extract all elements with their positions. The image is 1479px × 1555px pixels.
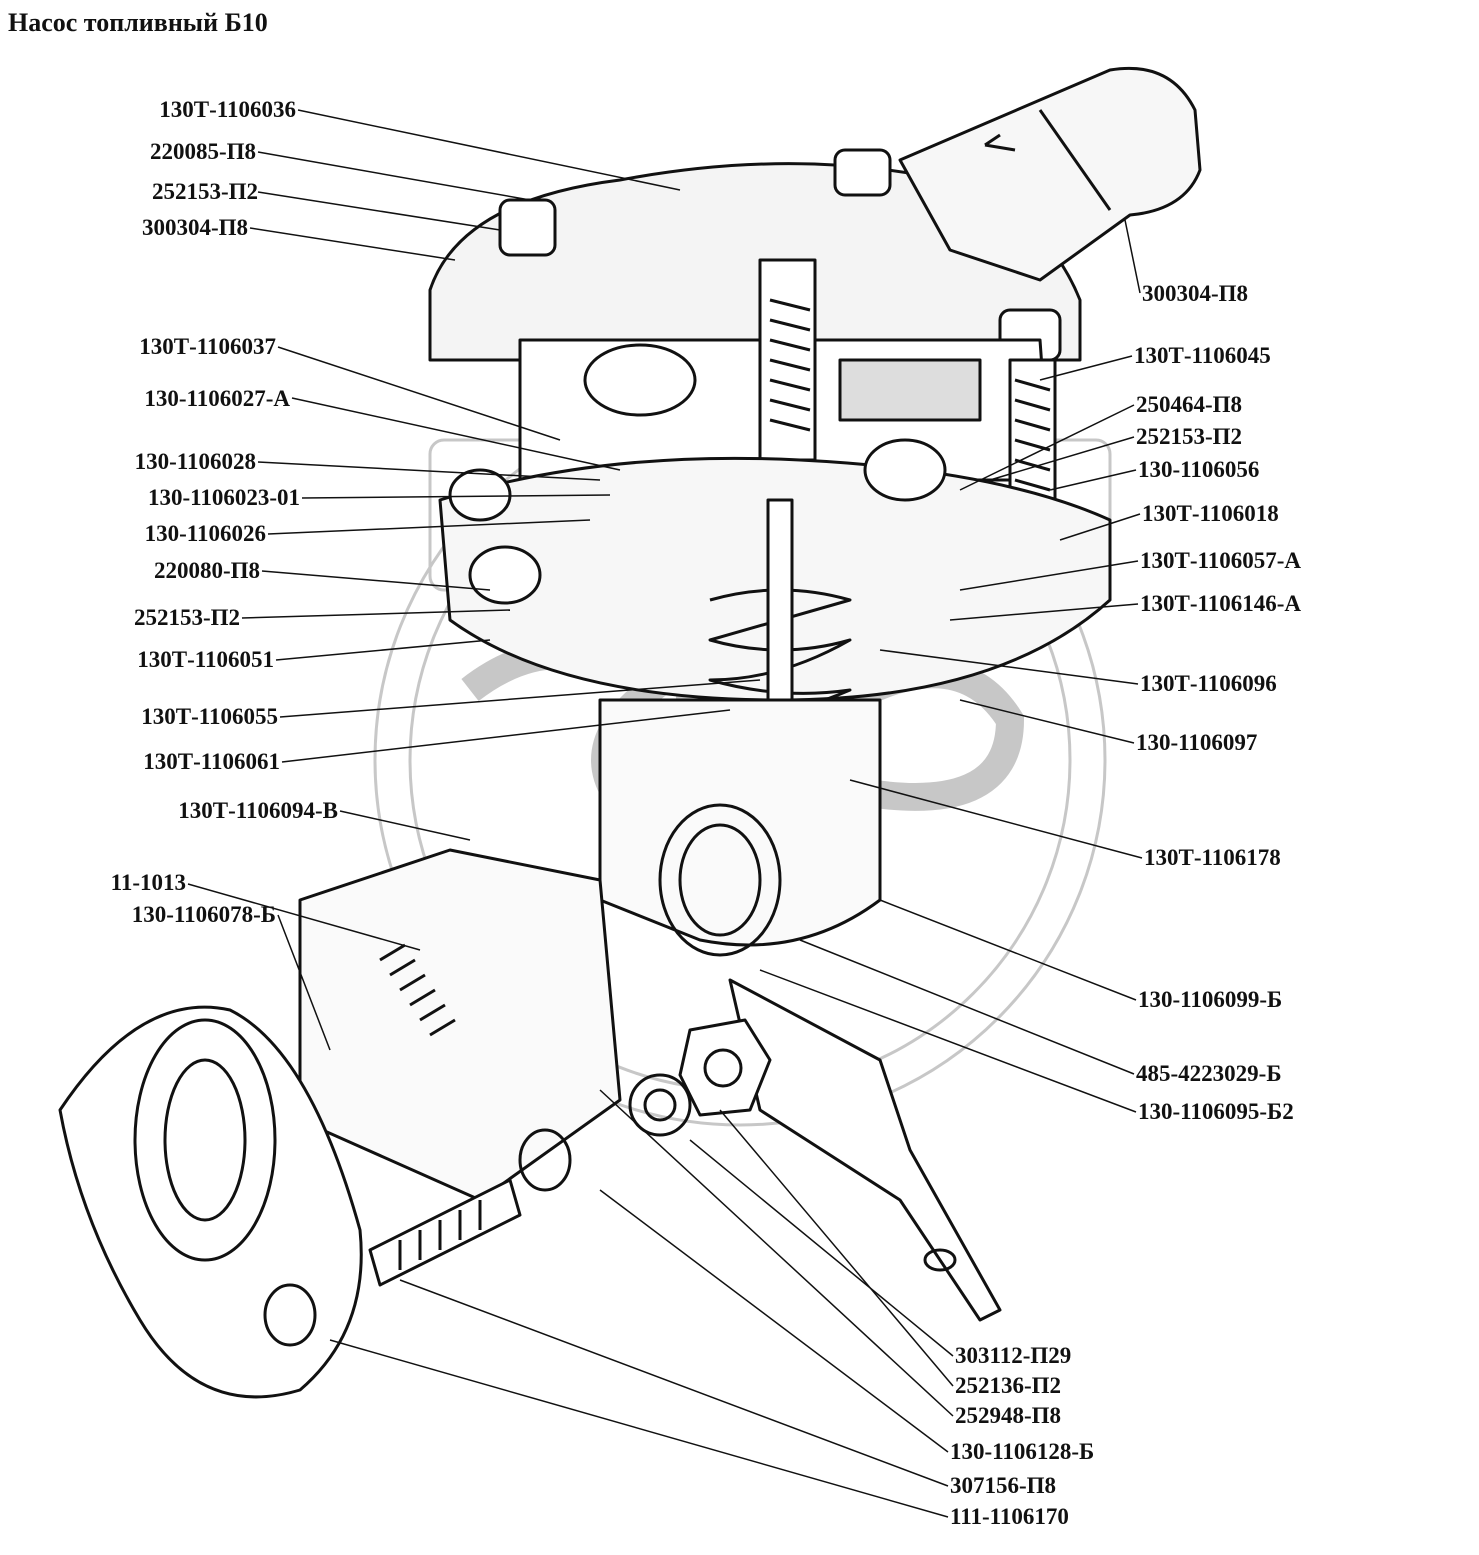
leader-line: [399, 1279, 949, 1487]
part-label-left: 130-1106026: [144, 521, 266, 546]
part-label-left: 130-1106023-01: [147, 485, 300, 510]
leader-line: [329, 1339, 949, 1518]
part-label-right: 130Т-1106057-А: [1140, 548, 1301, 573]
part-label-right: 130-1106095-Б2: [1138, 1099, 1294, 1124]
leader-line: [281, 709, 731, 763]
leader-line: [879, 899, 1137, 1001]
part-label-bottom: 130-1106128-Б: [950, 1439, 1095, 1464]
part-label-left: 130Т-1106061: [143, 749, 280, 774]
leader-line: [339, 810, 471, 841]
part-label-left: 130Т-1106094-В: [178, 798, 338, 823]
part-label-right: 130-1106056: [1138, 457, 1260, 482]
leader-line: [249, 227, 456, 261]
part-label-left: 130-1106078-Б: [131, 902, 276, 927]
leader-lines: [187, 109, 1143, 1518]
part-label-bottom: 303112-П29: [955, 1343, 1072, 1368]
part-label-bottom: 252136-П2: [955, 1373, 1062, 1398]
leader-line: [257, 151, 531, 201]
part-label-right: 300304-П8: [1142, 281, 1249, 306]
leader-line: [291, 397, 621, 471]
part-label-left: 300304-П8: [141, 215, 248, 240]
part-label-bottom: 307156-П8: [950, 1473, 1057, 1498]
leader-line: [277, 914, 331, 1051]
leader-line: [187, 883, 421, 951]
leader-line: [959, 699, 1135, 744]
leader-line: [297, 109, 681, 191]
part-label-right: 252153-П2: [1136, 424, 1243, 449]
leader-line: [1039, 355, 1133, 381]
leader-line: [267, 519, 591, 535]
leader-line: [261, 570, 491, 591]
part-label-left: 252153-П2: [133, 605, 240, 630]
part-label-right: 130Т-1106146-А: [1140, 591, 1301, 616]
part-label-right: 130Т-1106045: [1134, 343, 1271, 368]
leader-line: [257, 461, 601, 481]
part-label-left: 130-1106028: [134, 449, 256, 474]
leader-line: [599, 1089, 954, 1417]
part-label-right: 485-4223029-Б: [1136, 1061, 1282, 1086]
part-label-left: 130Т-1106037: [139, 334, 276, 359]
part-label-left: 220085-П8: [149, 139, 256, 164]
part-label-right: 130-1106097: [1136, 730, 1258, 755]
leader-line: [301, 494, 611, 499]
part-label-left: 130Т-1106055: [141, 704, 278, 729]
part-label-left: 11-1013: [110, 870, 186, 895]
leader-line: [1124, 219, 1141, 294]
leader-line: [959, 560, 1139, 591]
part-label-left: 130-1106027-А: [144, 386, 290, 411]
leader-line: [1049, 469, 1137, 491]
part-label-left: 130Т-1106036: [159, 97, 296, 122]
leader-line: [949, 603, 1139, 621]
leader-line: [689, 1139, 954, 1357]
leader-line: [599, 1189, 949, 1453]
part-label-left: 220080-П8: [153, 558, 260, 583]
part-label-left: 130Т-1106051: [137, 647, 274, 672]
leader-line: [275, 639, 491, 661]
page-title: Насос топливный Б10: [8, 8, 268, 37]
leader-line: [959, 404, 1135, 491]
leader-line: [277, 346, 561, 441]
part-label-right: 130Т-1106018: [1142, 501, 1279, 526]
part-label-right: 130Т-1106096: [1140, 671, 1277, 696]
pump-body: [58, 66, 1202, 1399]
leader-line: [1059, 513, 1141, 541]
leader-line: [849, 779, 1143, 859]
leader-line: [759, 969, 1137, 1113]
part-label-left: 252153-П2: [151, 179, 258, 204]
leader-line: [241, 609, 511, 619]
leader-line: [279, 679, 761, 718]
part-label-bottom: 111-1106170: [950, 1504, 1069, 1529]
part-label-right: 250464-П8: [1136, 392, 1243, 417]
leader-line: [989, 436, 1135, 481]
part-label-bottom: 252948-П8: [955, 1403, 1062, 1428]
part-label-right: 130-1106099-Б: [1138, 987, 1283, 1012]
leader-line: [879, 649, 1139, 685]
leader-line: [799, 939, 1135, 1075]
leader-line: [257, 191, 501, 231]
part-label-right: 130Т-1106178: [1144, 845, 1281, 870]
leader-line: [719, 1109, 954, 1387]
